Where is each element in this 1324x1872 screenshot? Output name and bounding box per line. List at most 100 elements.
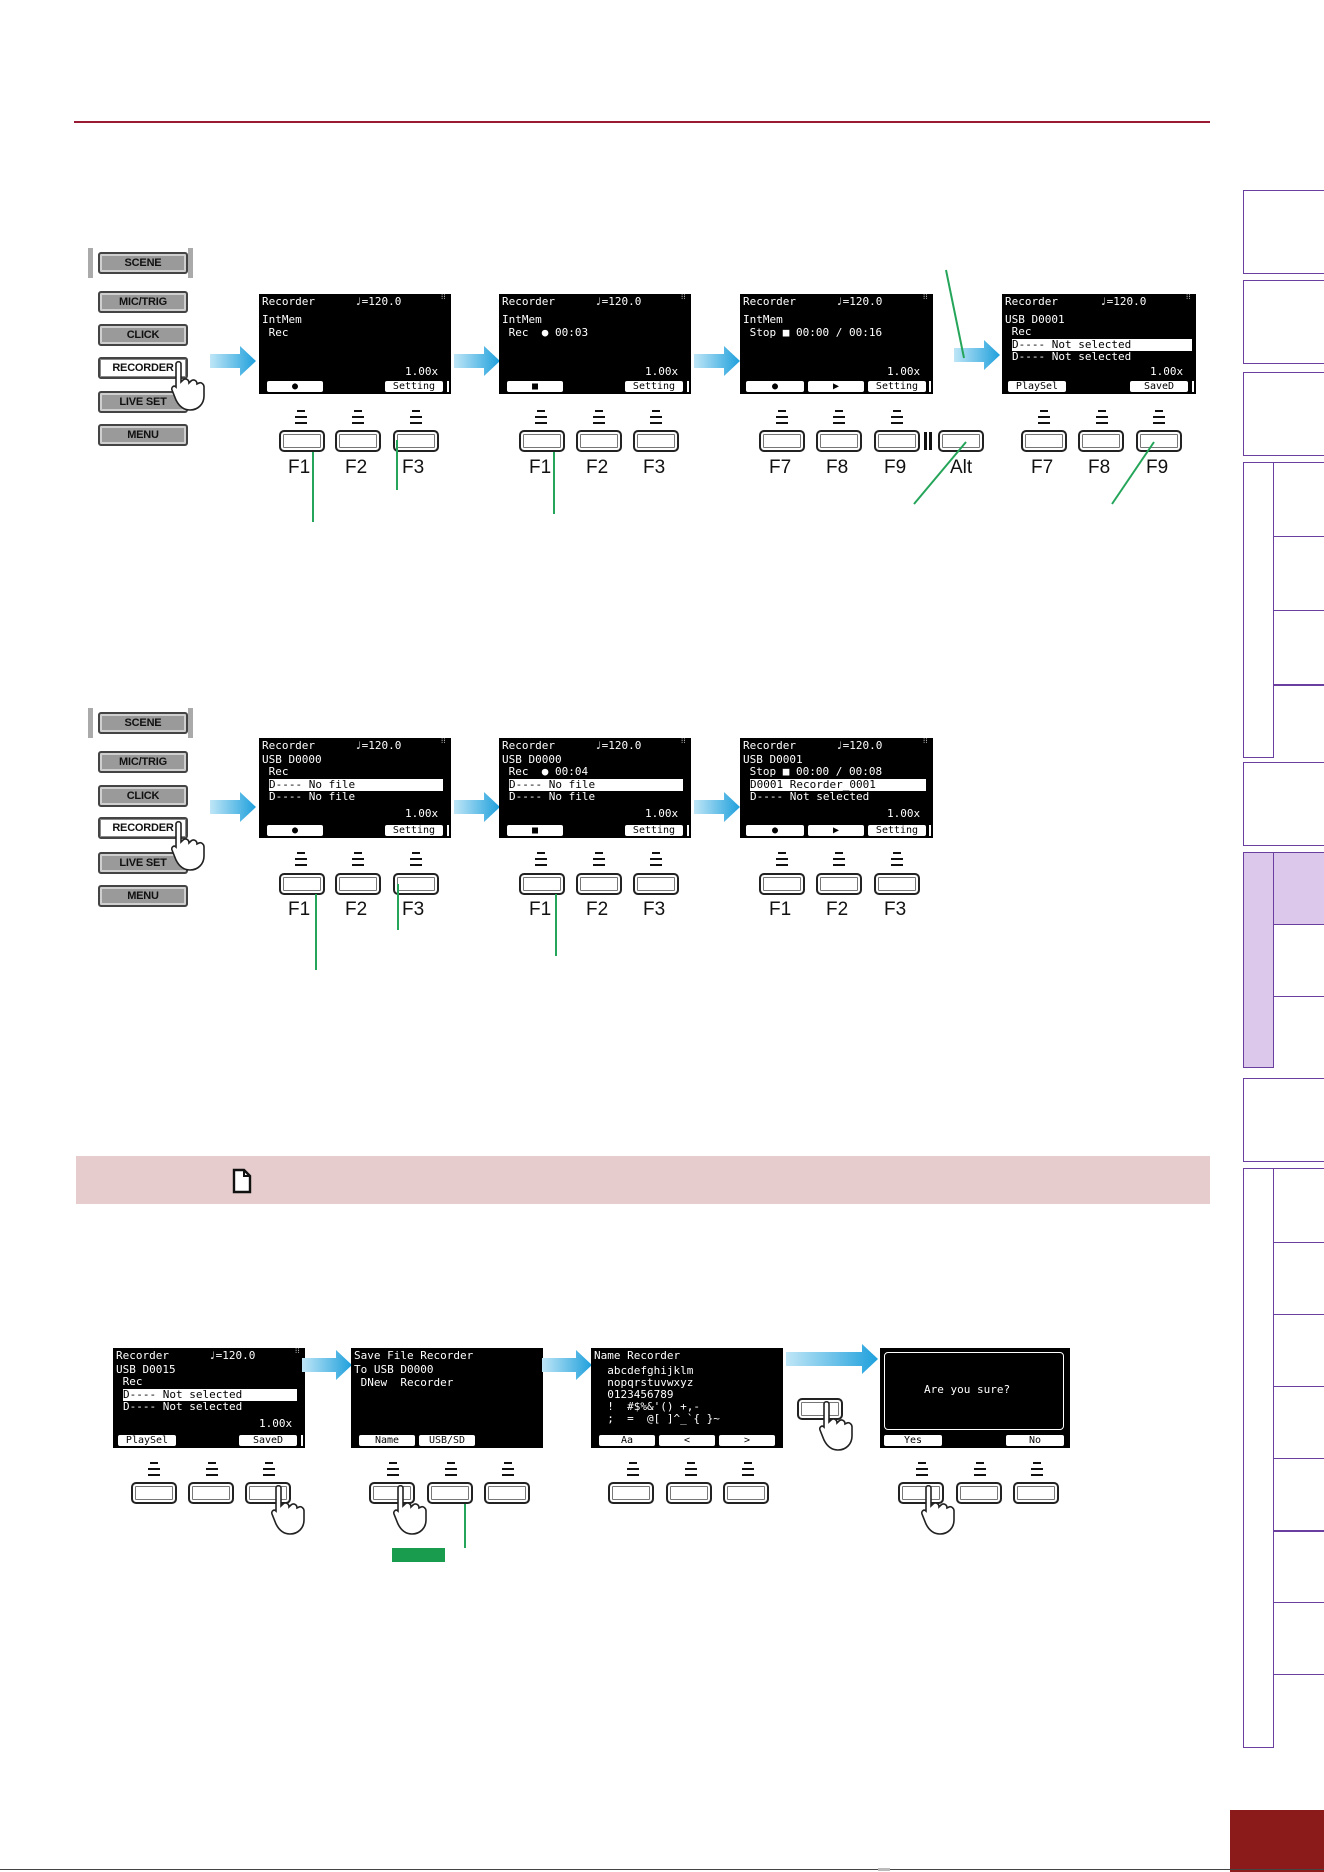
side-subtab[interactable] [1273,1168,1324,1242]
f2-button[interactable] [576,430,622,452]
file-list-item-selected[interactable]: D---- Not selected [1012,339,1192,351]
f2-button[interactable] [576,873,622,895]
side-subtab[interactable] [1273,1386,1324,1458]
side-subtab[interactable] [1273,684,1324,758]
file-list-item[interactable]: D---- No file [269,790,356,803]
side-subtab[interactable] [1273,996,1324,1068]
softkey-3[interactable]: Setting [868,825,926,836]
alt-button[interactable] [938,430,984,452]
f3-button[interactable] [484,1482,530,1504]
f7-button[interactable] [759,430,805,452]
softkey-1[interactable]: ● [267,381,323,392]
side-tab[interactable] [1243,190,1324,274]
f1-button[interactable] [519,430,565,452]
scene-button[interactable]: SCENE [98,252,188,274]
f1-button[interactable] [279,430,325,452]
softkey-1[interactable]: PlaySel [1008,381,1066,392]
softkey-2[interactable]: ▶ [808,381,864,392]
softkey-1[interactable]: ● [746,825,804,836]
file-list-item[interactable]: D---- Not selected [750,790,870,803]
mic-trig-button[interactable]: MIC/TRIG [98,751,188,773]
f2-button[interactable] [188,1482,234,1504]
f1-button[interactable] [759,873,805,895]
f3-button[interactable] [723,1482,769,1504]
recorder-button[interactable]: RECORDER [98,357,188,379]
file-list-item-selected[interactable]: D0001 Recorder_0001 [750,779,926,791]
f1-button[interactable] [898,1482,944,1504]
side-tab[interactable] [1243,372,1324,456]
side-subtab[interactable] [1273,536,1324,610]
charset-row[interactable]: abcdefghijklm [594,1364,694,1377]
side-subtab[interactable] [1273,610,1324,684]
softkey-1[interactable]: Name [359,1435,415,1446]
side-subtab-active[interactable] [1273,852,1324,924]
f2-button[interactable] [427,1482,473,1504]
f8-button[interactable] [816,430,862,452]
softkey-1[interactable]: ■ [507,825,563,836]
no-softkey[interactable]: No [1006,1435,1064,1446]
softkey-3[interactable]: SaveD [1130,381,1188,392]
softkey-1[interactable]: Aa [599,1435,655,1446]
menu-button[interactable]: MENU [98,424,188,446]
f3-button[interactable] [874,873,920,895]
f7-button[interactable] [1021,430,1067,452]
mic-trig-button[interactable]: MIC/TRIG [98,291,188,313]
side-subtab[interactable] [1273,1674,1324,1748]
f9-button[interactable] [874,430,920,452]
file-list-item-selected[interactable]: D---- Not selected [123,1389,297,1401]
live-set-button[interactable]: LIVE SET [98,391,188,413]
f2-button[interactable] [666,1482,712,1504]
file-list-item[interactable]: D---- Not selected [1012,350,1132,363]
file-list-item-selected[interactable]: D---- No file [269,779,443,791]
f2-button[interactable] [816,873,862,895]
side-tab[interactable] [1243,762,1324,846]
file-list-item-selected[interactable]: D---- No file [509,779,683,791]
f1-button[interactable] [608,1482,654,1504]
recorder-button[interactable]: RECORDER [98,817,188,839]
enter-button[interactable] [797,1398,843,1420]
f8-button[interactable] [1078,430,1124,452]
side-subtab[interactable] [1273,1314,1324,1386]
f3-button[interactable] [633,873,679,895]
click-button[interactable]: CLICK [98,785,188,807]
softkey-1[interactable]: ● [267,825,323,836]
file-list-item[interactable]: D---- Not selected [123,1400,243,1413]
softkey-1[interactable]: PlaySel [118,1435,176,1446]
f3-button[interactable] [1013,1482,1059,1504]
softkey-3[interactable]: Setting [385,825,443,836]
f3-button[interactable] [393,873,439,895]
side-subtab[interactable] [1273,1530,1324,1602]
click-button[interactable]: CLICK [98,324,188,346]
f9-button[interactable] [1136,430,1182,452]
side-subtab[interactable] [1273,924,1324,996]
softkey-2[interactable]: ▶ [808,825,864,836]
charset-row[interactable]: nopqrstuvwxyz [594,1376,694,1389]
softkey-2[interactable]: < [659,1435,715,1446]
f2-button[interactable] [956,1482,1002,1504]
menu-button[interactable]: MENU [98,885,188,907]
softkey-3[interactable]: Setting [625,381,683,392]
softkey-3[interactable]: Setting [868,381,926,392]
softkey-3[interactable]: > [719,1435,775,1446]
scene-button[interactable]: SCENE [98,712,188,734]
f2-button[interactable] [335,430,381,452]
side-tab[interactable] [1243,1078,1324,1162]
side-subtab[interactable] [1273,1242,1324,1314]
f3-button[interactable] [393,430,439,452]
side-tab[interactable] [1243,280,1324,364]
f3-button[interactable] [633,430,679,452]
f2-button[interactable] [335,873,381,895]
softkey-1[interactable]: ● [746,381,804,392]
side-subtab[interactable] [1273,1602,1324,1674]
charset-row[interactable]: ! #$%&'() +,- [594,1400,700,1413]
yes-softkey[interactable]: Yes [884,1435,942,1446]
charset-row[interactable]: 0123456789 [594,1388,674,1401]
f1-button[interactable] [519,873,565,895]
charset-row[interactable]: ; = @[ ]^_`{ }~ [594,1412,720,1425]
softkey-3[interactable]: Setting [625,825,683,836]
live-set-button[interactable]: LIVE SET [98,852,188,874]
softkey-2[interactable]: USB/SD [419,1435,475,1446]
f1-button[interactable] [279,873,325,895]
side-subtab[interactable] [1273,462,1324,536]
side-subtab[interactable] [1273,1458,1324,1530]
